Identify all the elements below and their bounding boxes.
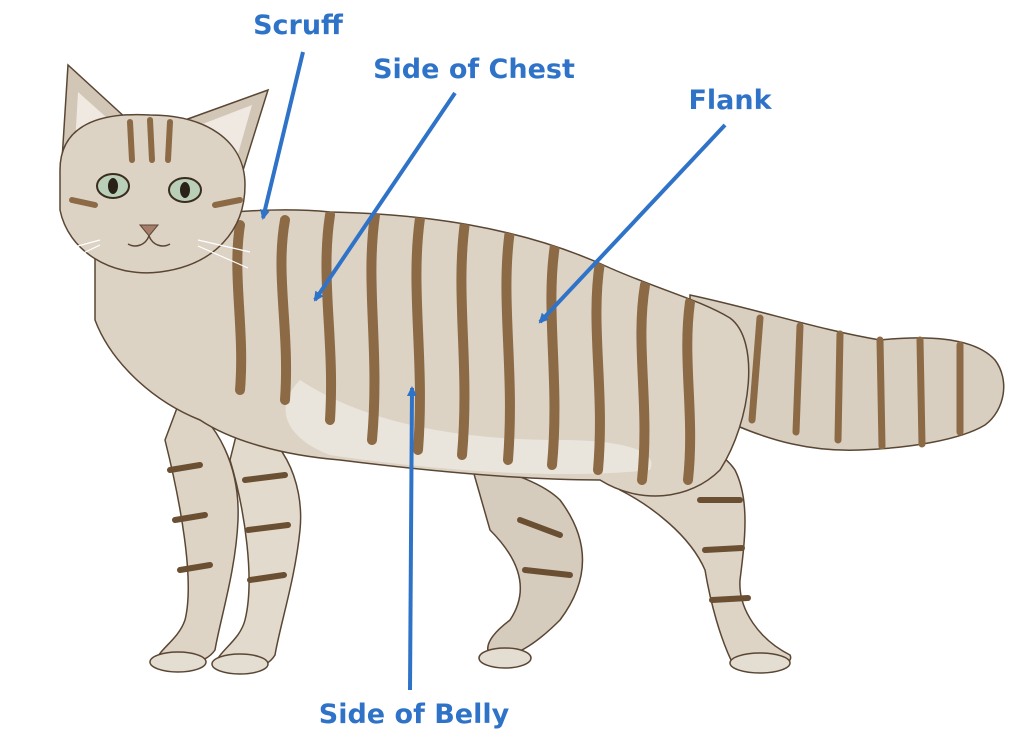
side-of-chest-label: Side of Chest [373,54,575,85]
cat-head [44,63,270,274]
cat-paw [729,652,791,674]
cat-back-leg-rear [468,458,584,661]
flank-arrow [538,123,727,324]
body-stripes [232,210,696,485]
cat-face [59,113,246,274]
cat-front-leg-rear [154,398,239,667]
cat-paw [478,647,532,669]
side-of-chest-arrow [313,91,457,302]
cat-belly [285,380,652,475]
side-of-belly-label: Side of Belly [319,699,510,730]
cat-nose [138,224,160,237]
flank-label: Flank [688,85,772,116]
tabby-cat-illustration [44,63,1005,675]
cat-paw [149,651,207,673]
cat-paw [211,653,269,675]
side-of-belly-arrow [406,386,417,691]
scruff-label: Scruff [253,10,344,41]
callout-arrows [260,51,727,691]
tail-stripes [748,314,964,450]
leg-stripes [167,462,751,603]
cat-whiskers [44,239,251,271]
scruff-arrow [260,51,305,220]
